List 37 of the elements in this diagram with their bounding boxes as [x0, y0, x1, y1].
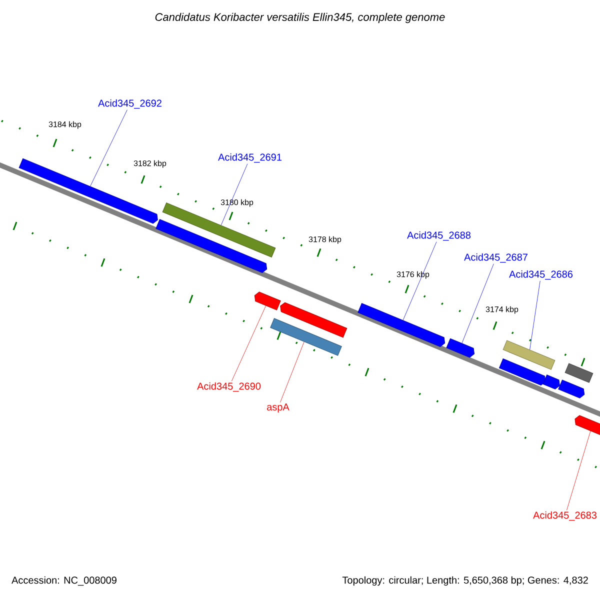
leader-line: [220, 164, 248, 226]
gene-bar: [358, 303, 446, 347]
gene-bar: [280, 302, 348, 338]
gene-label: Acid345_2692: [98, 99, 162, 109]
gene-bar: [558, 380, 585, 398]
gene-bar: [564, 363, 594, 383]
gene-bar: [542, 374, 560, 390]
gene-label: Acid345_2686: [509, 270, 573, 280]
leader-line: [402, 242, 437, 320]
scale-label: 3176 kbp: [396, 271, 430, 279]
gene-label: Acid345_2690: [197, 382, 261, 392]
genome-info: Topology: circular; Length: 5,650,368 bp; Genes: 4,832: [342, 576, 588, 586]
gene-label: aspA: [267, 404, 290, 412]
accession-label: Accession: NC_008009: [12, 576, 116, 586]
gene-bar: [156, 219, 268, 273]
leader-line: [462, 264, 494, 344]
title: Candidatus Koribacter versatilis Ellin345, complete genome: [155, 12, 445, 24]
leader-line: [566, 430, 591, 510]
gene-label: Acid345_2691: [218, 153, 282, 163]
gene-label: Acid345_2688: [407, 231, 471, 241]
scale-label: 3184 kbp: [48, 121, 82, 129]
leader-line: [280, 342, 304, 403]
scale-label: 3174 kbp: [486, 306, 518, 314]
scale-label: 3182 kbp: [134, 160, 166, 168]
gene-bar: [574, 415, 600, 437]
gene-bar: [254, 292, 281, 310]
gene-bar: [270, 318, 342, 356]
scale-label: 3178 kbp: [308, 236, 342, 244]
leader-line: [90, 110, 128, 186]
gene-bar: [499, 358, 546, 386]
gene-label: Acid345_2683: [533, 511, 597, 521]
gene-label: Acid345_2687: [464, 253, 528, 263]
leader-line: [530, 280, 540, 350]
scale-label: 3180 kbp: [220, 199, 254, 207]
gene-bar: [502, 340, 556, 370]
gene-bar: [446, 338, 475, 358]
leader-line: [231, 306, 266, 382]
